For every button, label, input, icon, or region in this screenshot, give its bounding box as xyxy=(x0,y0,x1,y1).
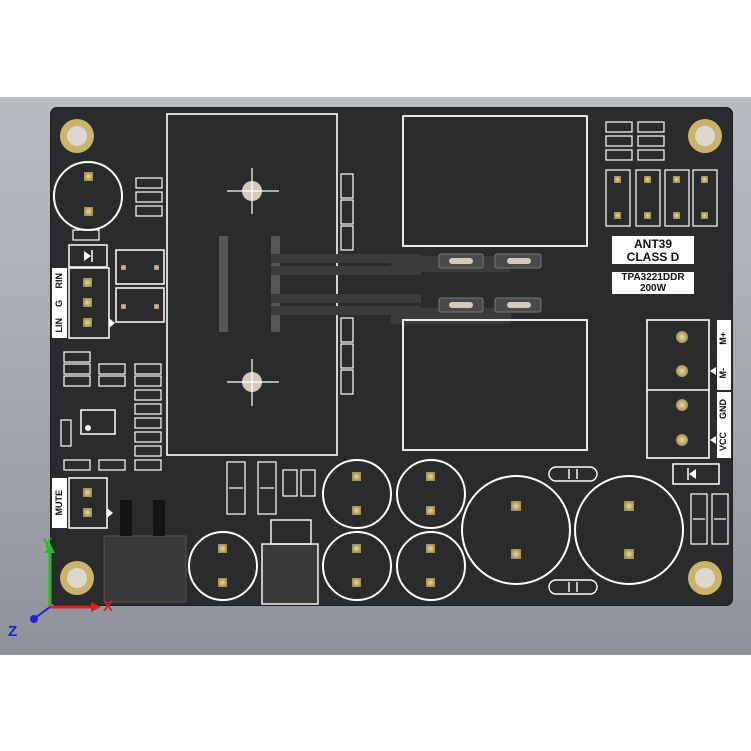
mute-connector-label: MUTE xyxy=(52,478,67,528)
input-pin-g: G xyxy=(53,299,64,307)
diode-d2 xyxy=(672,463,720,485)
chip-label-line1: TPA3221DDR xyxy=(621,272,685,283)
chip-label-line2: 200W xyxy=(639,282,667,294)
smd-resistors-left-top xyxy=(135,177,163,217)
power-pin-gnd: GND xyxy=(718,398,729,419)
small-caps-right xyxy=(690,493,729,545)
output-pin-m-plus: M+ xyxy=(718,331,729,345)
axis-y-label: Y xyxy=(42,535,53,552)
diode-d1 xyxy=(68,229,108,268)
mounting-hole-top-right xyxy=(688,119,722,153)
smd-array-right-top xyxy=(605,121,718,227)
heatsink-main xyxy=(166,113,338,456)
input-pin-lin: LIN xyxy=(53,317,64,333)
film-caps-center xyxy=(226,461,316,515)
axis-z-label: Z xyxy=(8,623,18,640)
axis-gizmo[interactable]: Y X Z xyxy=(0,535,130,647)
pcb-3d-viewport[interactable]: ANT39 CLASS D TPA3221DDR 200W RIN G LIN … xyxy=(0,97,751,655)
input-pin-rin: RIN xyxy=(53,273,64,289)
mounting-hole-top-left xyxy=(60,119,94,153)
board-title-label: ANT39 CLASS D xyxy=(612,236,694,264)
mounting-hole-bottom-left xyxy=(60,561,94,595)
mute-label-text: MUTE xyxy=(53,490,64,516)
snubber-caps xyxy=(548,466,598,595)
capacitor-c-top-left xyxy=(53,161,123,231)
pcb-board: ANT39 CLASS D TPA3221DDR 200W RIN G LIN … xyxy=(51,108,732,605)
input-connector-label: RIN G LIN xyxy=(52,268,67,338)
inductor-pads xyxy=(438,253,542,313)
board-title-line1: ANT39 xyxy=(633,237,672,251)
board-title-line2: CLASS D xyxy=(626,249,680,264)
mosfet-center xyxy=(261,519,319,605)
inductor-bottom xyxy=(402,319,588,451)
output-pin-m-minus: M- xyxy=(718,367,729,379)
input-smd-blocks xyxy=(115,249,165,323)
smd-array-left xyxy=(60,351,162,471)
input-connector xyxy=(68,267,115,339)
smd-column-heatsink xyxy=(340,173,354,395)
amplifier-ic-pins xyxy=(219,236,280,332)
terminal-block-right xyxy=(646,319,716,459)
power-connector-label: GND VCC xyxy=(717,392,731,458)
regulator-left xyxy=(103,500,187,603)
electrolytic-caps xyxy=(188,459,684,601)
board-artwork xyxy=(53,113,729,605)
ic-opamp xyxy=(80,409,116,435)
axis-x-label: X xyxy=(103,598,114,615)
power-pin-vcc: VCC xyxy=(718,432,729,452)
inductor-top xyxy=(402,115,588,247)
mounting-hole-bottom-right xyxy=(688,561,722,595)
output-connector-label: M+ M- xyxy=(717,320,731,390)
mute-connector xyxy=(68,477,113,529)
axis-gizmo-lines xyxy=(30,543,101,623)
chip-label: TPA3221DDR 200W xyxy=(612,272,694,294)
